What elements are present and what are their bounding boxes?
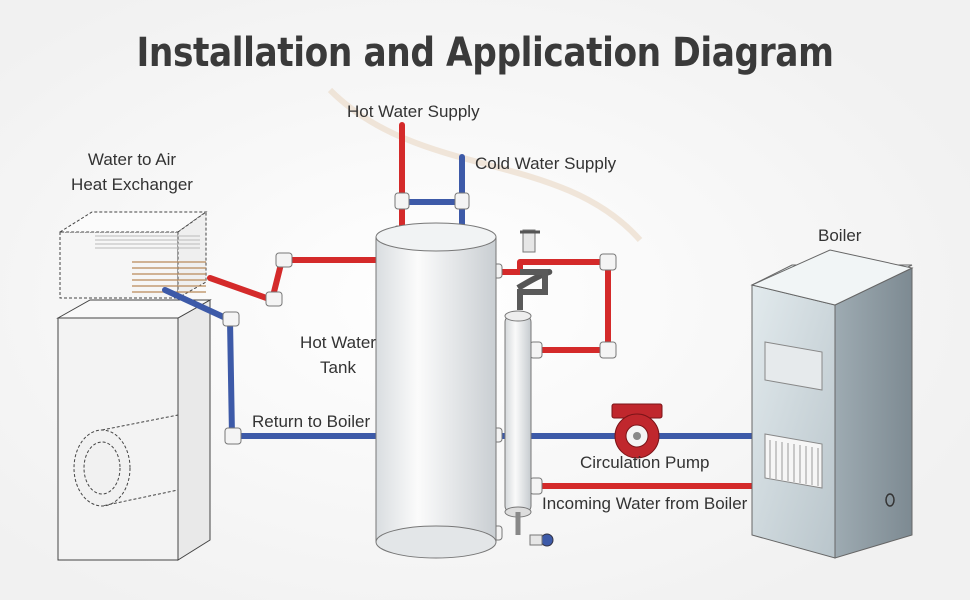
heat-exchanger-label-line1: Water to Air [87, 150, 177, 169]
heat-exchanger [56, 211, 212, 561]
heat-exchanger-label-line2: Heat Exchanger [71, 175, 193, 194]
hot-water-supply-label: Hot Water Supply [347, 102, 480, 121]
return-to-boiler-label: Return to Boiler [252, 412, 371, 431]
diagram-title: Installation and Application Diagram [136, 30, 834, 76]
hot-pipes [207, 122, 758, 489]
boiler-label: Boiler [818, 226, 862, 245]
circulation-pump-label: Circulation Pump [580, 453, 710, 472]
boiler-unit [750, 249, 914, 559]
circulation-pump [611, 403, 663, 459]
hot-water-tank [375, 222, 497, 559]
hot-water-tank-label-line2: Tank [320, 358, 356, 377]
hot-water-tank-label-line1: Hot Water [300, 333, 376, 352]
background-swirl [327, 87, 643, 242]
cold-water-supply-label: Cold Water Supply [475, 154, 617, 173]
plate-column [504, 229, 554, 547]
incoming-water-label: Incoming Water from Boiler [542, 494, 748, 513]
